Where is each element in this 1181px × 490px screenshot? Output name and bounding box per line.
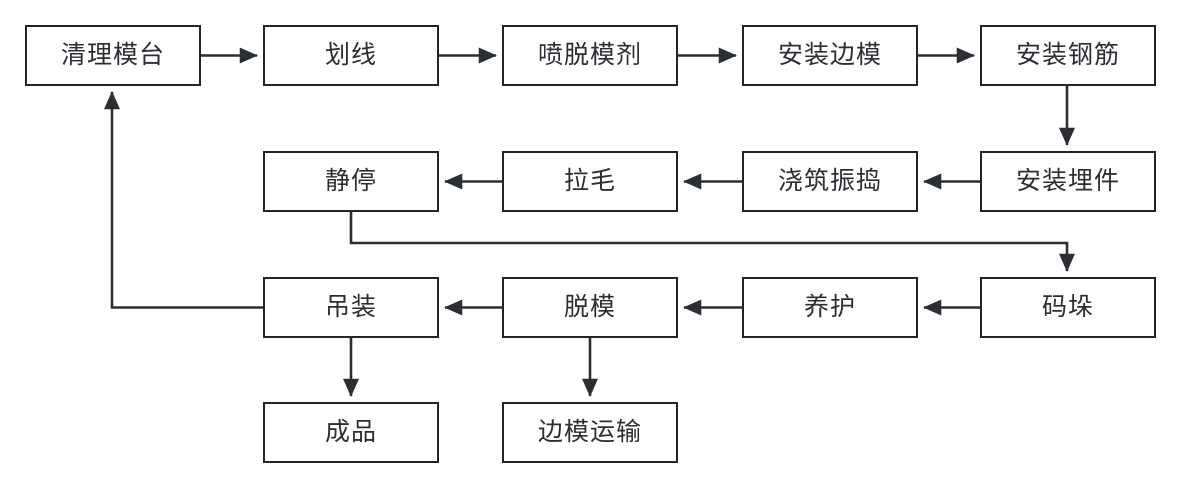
node-label: 养护 (803, 293, 856, 321)
edge-jingting-to-maduo (349, 212, 1076, 272)
node-label: 安装钢筋 (1015, 41, 1120, 69)
node-label: 清理模台 (60, 41, 165, 69)
node-anzhuangbianmo[interactable]: 安装边模 (742, 25, 918, 86)
node-yanghu[interactable]: 养护 (742, 277, 918, 338)
node-anzhuanggangjin[interactable]: 安装钢筋 (980, 25, 1156, 86)
node-lamao[interactable]: 拉毛 (502, 151, 678, 212)
node-label: 喷脱模剂 (537, 41, 642, 69)
node-jiaozhuzhendao[interactable]: 浇筑振捣 (742, 151, 918, 212)
node-label: 脱模 (563, 293, 616, 321)
edge-diaozhuang-to-qinglimotai-feedback (103, 91, 263, 309)
node-qinglimotai[interactable]: 清理模台 (25, 25, 201, 86)
node-tuomo[interactable]: 脱模 (502, 277, 678, 338)
node-label: 码垛 (1041, 293, 1094, 321)
node-huaxian[interactable]: 划线 (263, 25, 439, 86)
node-diaozhuang[interactable]: 吊装 (263, 277, 439, 338)
node-label: 安装埋件 (1015, 167, 1120, 195)
node-maduo[interactable]: 码垛 (980, 277, 1156, 338)
node-anzhuangmaijian[interactable]: 安装埋件 (980, 151, 1156, 212)
node-label: 成品 (324, 418, 377, 446)
node-label: 划线 (324, 41, 377, 69)
node-chengpin[interactable]: 成品 (263, 402, 439, 463)
node-pentuomoji[interactable]: 喷脱模剂 (502, 25, 678, 86)
node-label: 静停 (324, 167, 377, 195)
node-label: 拉毛 (563, 167, 616, 195)
node-jingting[interactable]: 静停 (263, 151, 439, 212)
node-bianmoyunshu[interactable]: 边模运输 (502, 402, 678, 463)
node-label: 吊装 (324, 293, 377, 321)
node-label: 安装边模 (777, 41, 882, 69)
node-label: 浇筑振捣 (777, 167, 882, 195)
node-label: 边模运输 (537, 418, 642, 446)
